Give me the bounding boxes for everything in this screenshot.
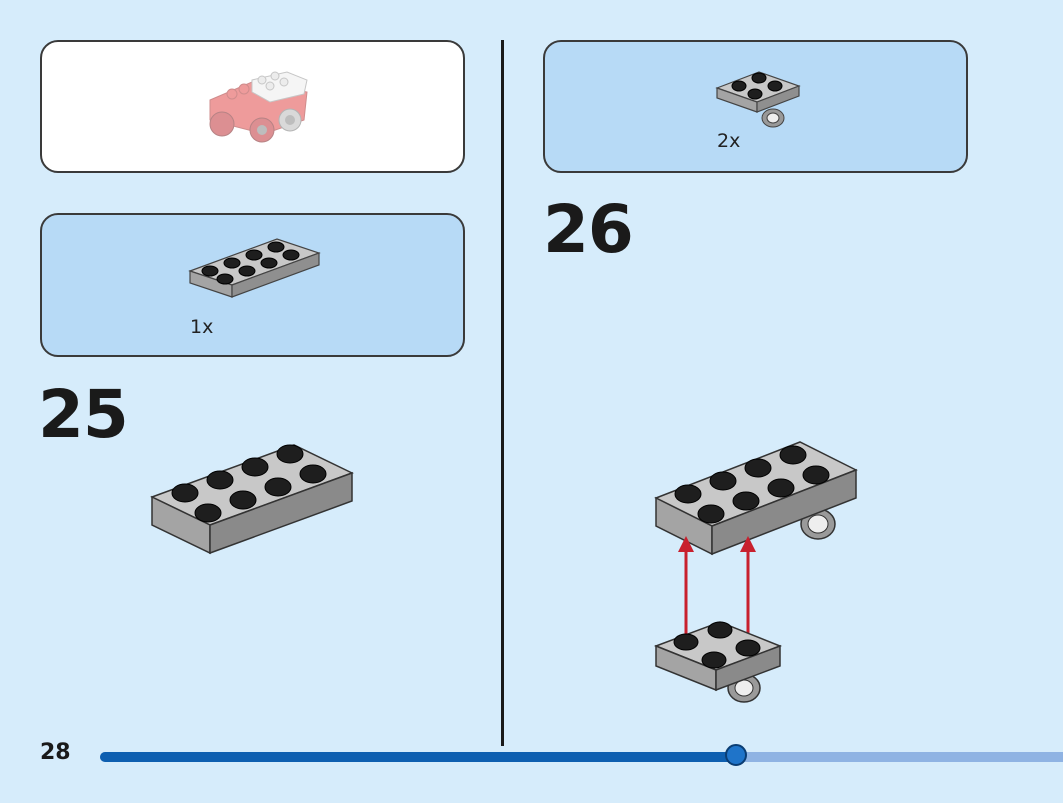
book-progress-bar [100,744,1063,766]
step-25-number: 25 [38,376,129,453]
plate-2x2-with-pin-hole-part-icon [715,71,801,128]
step-26-number: 26 [543,191,634,268]
column-divider [501,40,504,746]
step-26-part-quantity: 2x [717,130,741,152]
red-car-preview-image [209,71,308,143]
page-number: 28 [40,740,71,765]
step-26-assembly-illustration [653,441,858,703]
step-25-parts-callout: 1x [40,213,465,357]
step-25-plate-illustration [150,444,354,555]
book-progress-fill [100,752,736,762]
plate-2x4-part-icon [188,238,321,298]
step-26-parts-callout: 2x [543,40,968,173]
step-25-part-quantity: 1x [190,316,214,338]
previous-model-preview-box [40,40,465,173]
book-progress-knob [725,744,747,766]
